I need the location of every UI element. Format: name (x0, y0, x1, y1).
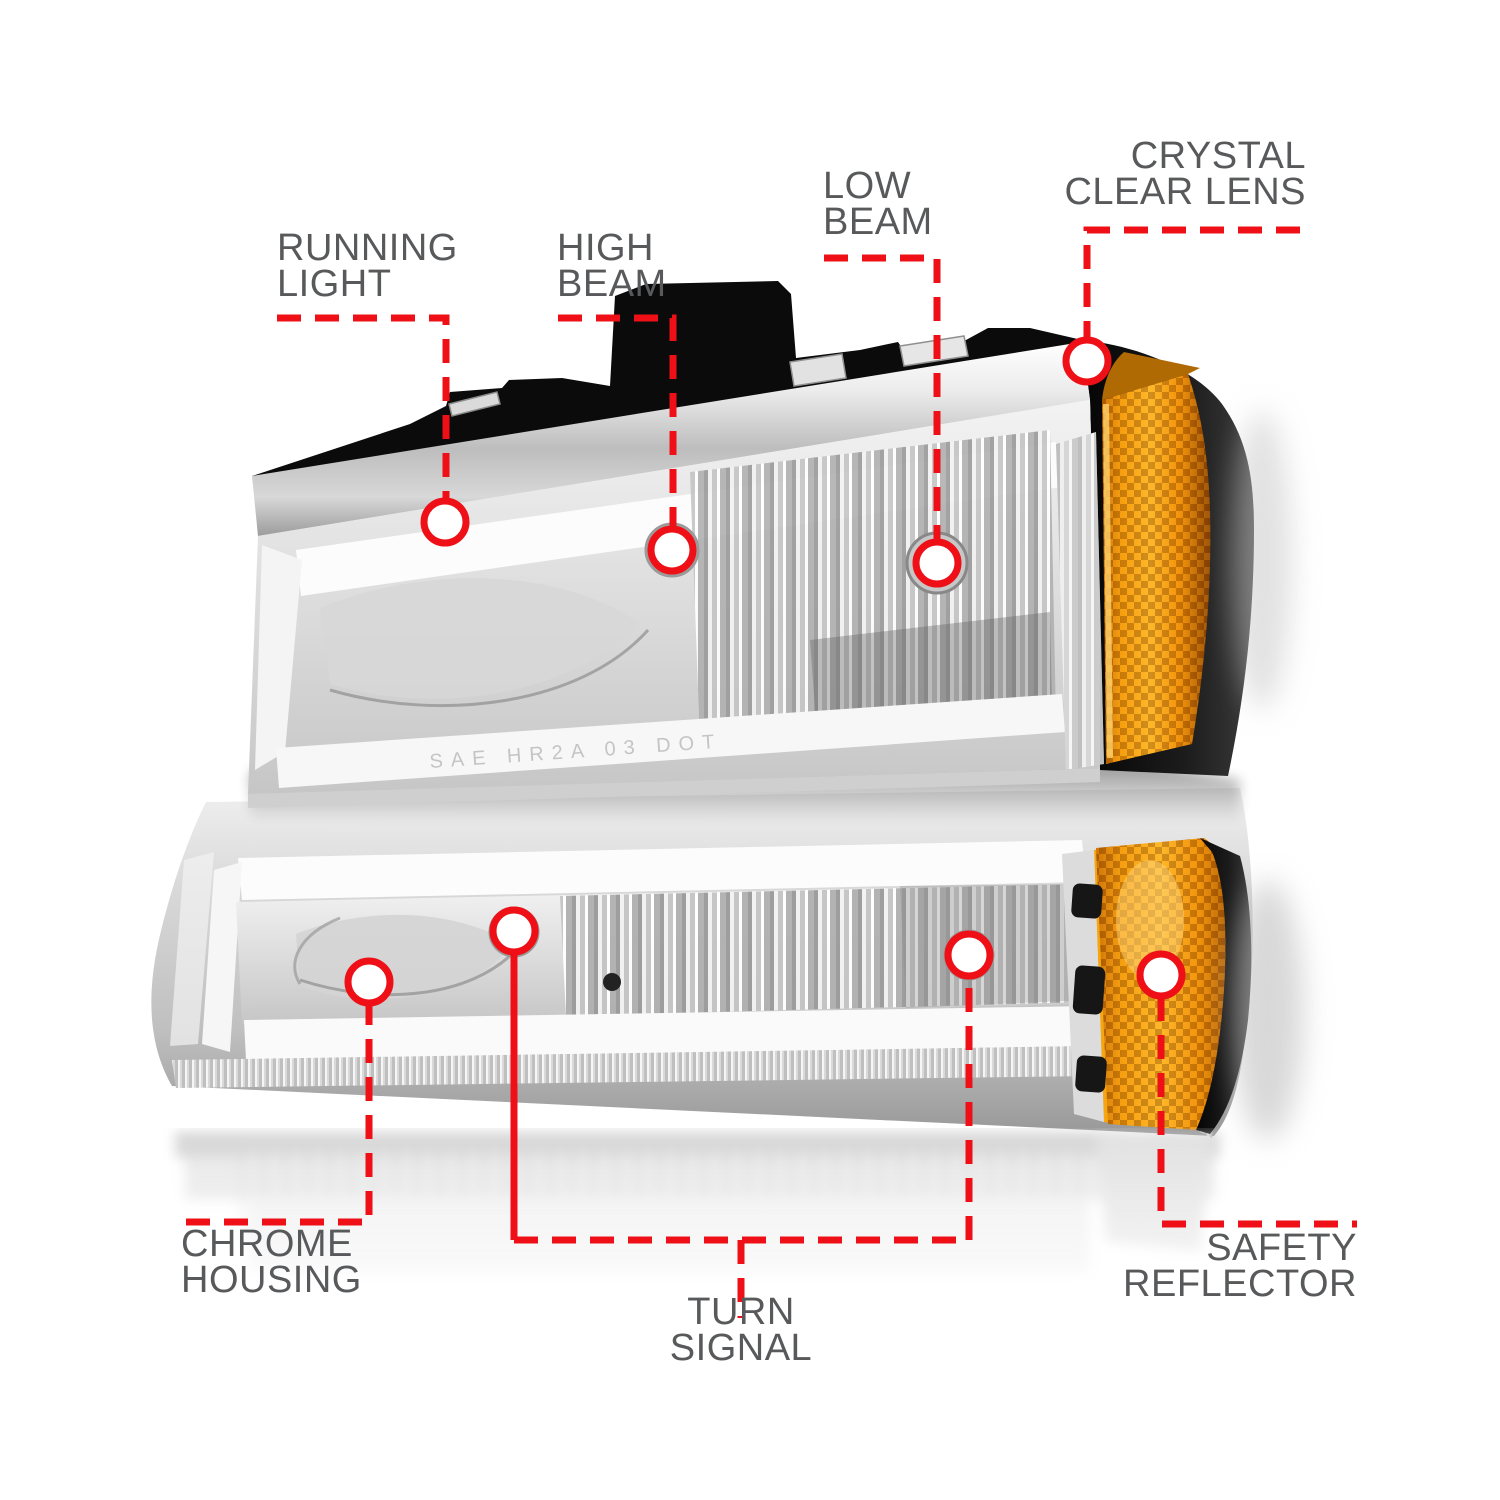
callout-label-chrome-housing: CHROME HOUSING (181, 1223, 362, 1301)
headlight-flutes (690, 430, 1056, 742)
marker-turn-signal-right (944, 930, 994, 980)
leader-safety-reflector (1157, 997, 1357, 1228)
headlight-reflector-swirl (320, 578, 640, 699)
headlight-top-brackets (252, 281, 1082, 490)
callout-label-running-light: RUNNING LIGHT (277, 227, 458, 305)
headlight-led-bar-left (255, 545, 302, 770)
headlight-amber-edge-highlight (1103, 403, 1113, 759)
callout-label-crystal-clear-lens: CRYSTAL CLEAR LENS (1064, 135, 1306, 213)
bumper-light-unit (151, 788, 1304, 1140)
marker-safety-reflector (1136, 950, 1186, 1000)
bumper-notch-2 (1072, 965, 1106, 1015)
headlight-led-bar-bottom (276, 694, 1065, 788)
bumper-reflector-arc2 (293, 916, 341, 985)
headlight-flutes-shade (810, 612, 1052, 722)
leader-running-light (277, 314, 450, 500)
bumper-led-bar-left (202, 862, 242, 1052)
marker-low-beam (912, 538, 962, 588)
headlight-mount-tab-2 (789, 353, 847, 387)
bumper-bulb-hole (603, 973, 621, 991)
marker-running-light (420, 497, 470, 547)
floor-reflection (175, 1130, 1220, 1273)
marker-chrome-housing (344, 957, 394, 1007)
headlight-outer-shadow (1232, 410, 1292, 710)
bumper-bottom-lip (172, 1046, 1094, 1088)
callout-markers (344, 336, 1186, 1007)
leader-high-beam (558, 314, 677, 528)
bumper-reflector-arc (299, 948, 518, 997)
marker-high-beam (647, 525, 697, 575)
bumper-left-bevel (170, 852, 214, 1046)
callout-label-low-beam: LOW BEAM (823, 165, 933, 243)
amber-hotspot (1116, 860, 1184, 980)
leader-crystal-clear-lens (1083, 226, 1300, 339)
bumper-led-bar-bottom (244, 1006, 1090, 1060)
callout-lines (186, 226, 1357, 1318)
bumper-flutes-shade (900, 884, 1086, 1008)
marker-turn-signal-left (489, 906, 539, 956)
callout-label-high-beam: HIGH BEAM (557, 227, 667, 305)
headlight-bottom-lip (248, 768, 1100, 808)
headlight-amber-texture (1102, 374, 1211, 764)
bumper-notch-3 (1075, 1055, 1107, 1093)
bumper-outer-shadow (1232, 880, 1304, 1140)
marker-crystal-clear-lens (1062, 336, 1112, 386)
headlight-unit: SAE HR2A 03 DOT (248, 281, 1292, 808)
headlight-white-strip-flutes (1056, 432, 1104, 770)
bumper-led-bar-top (238, 840, 1086, 900)
headlight-amber-top (1102, 352, 1200, 400)
bumper-flutes (560, 884, 1088, 1016)
leader-chrome-housing (186, 1004, 373, 1226)
callout-label-turn-signal: TURN SIGNAL (669, 1291, 813, 1369)
callout-label-safety-reflector: SAFETY REFLECTOR (1123, 1227, 1357, 1305)
headlight-reflector-arc (329, 628, 650, 708)
bumper-notch-1 (1071, 883, 1103, 919)
headlight-mount-tab-1 (448, 391, 501, 417)
